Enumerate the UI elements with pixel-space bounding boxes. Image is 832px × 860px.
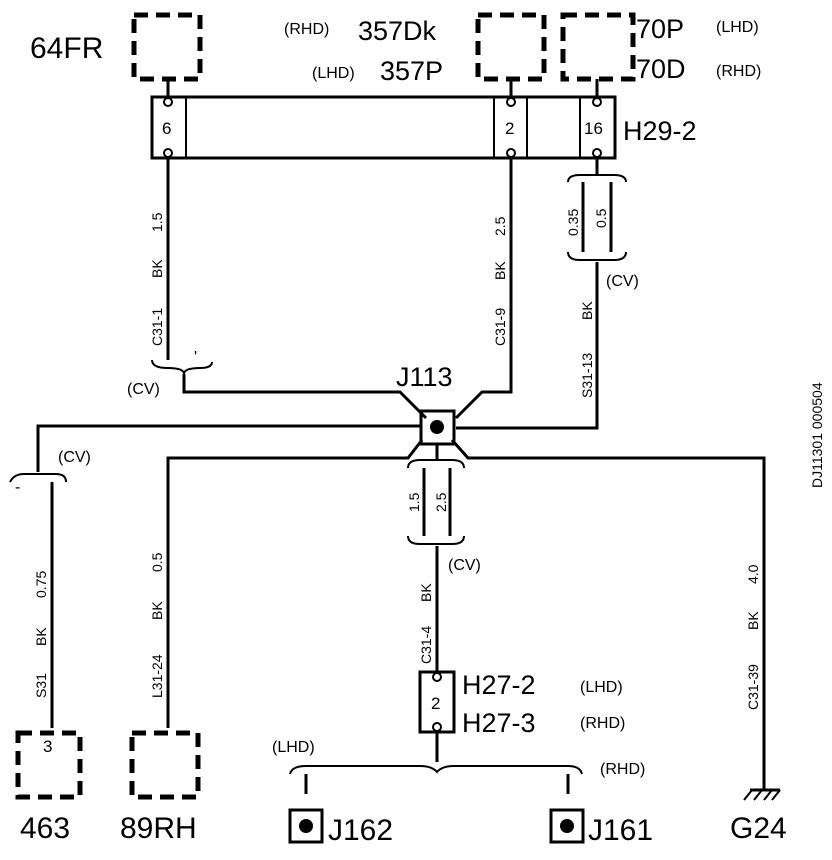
splice-j162-label: J162 <box>328 814 393 847</box>
connector-h27-3-label: H27-3 <box>462 708 536 738</box>
connector-357p-label: 357P <box>380 56 443 86</box>
connector-64fr-box <box>131 12 203 82</box>
connector-70d-variant: (RHD) <box>716 63 761 80</box>
wire-l31-24 <box>166 439 424 728</box>
wire-c31-39 <box>450 439 766 790</box>
wire-c31-9 <box>454 158 513 420</box>
splice-j161-label: J161 <box>588 814 653 847</box>
connector-h27-2-label: H27-2 <box>462 670 536 700</box>
connector-357dk-variant: (RHD) <box>284 21 329 38</box>
wire7-size-text: 4.0 <box>745 564 761 584</box>
figure-reference: DJ11301 000504 <box>809 382 825 488</box>
wire3-id-text: S31-13 <box>579 353 595 398</box>
wire2-size-text: 2.5 <box>492 216 508 236</box>
connector-357-box <box>475 12 547 82</box>
wire6-size-b: 2.5 <box>433 492 449 512</box>
wire1-size-text: 1.5 <box>149 212 165 232</box>
ground-g24-label: G24 <box>730 812 787 845</box>
connector-89rh-box <box>129 730 201 800</box>
wire5-size-text: 0.5 <box>149 552 165 572</box>
wire7-id-text: C31-39 <box>745 664 761 710</box>
wire6-size-a: 1.5 <box>406 492 422 512</box>
wire7-color-text: BK <box>745 611 761 630</box>
connector-64fr-label: 64FR <box>30 32 103 65</box>
connector-463-box <box>15 730 83 800</box>
connector-h27-2-variant: (LHD) <box>580 679 623 696</box>
connector-89rh-label: 89RH <box>120 812 197 845</box>
wire2-color-text: BK <box>492 261 508 280</box>
wire4-size-text: 0.75 <box>33 571 49 598</box>
variant-cv-w4: (CV) <box>58 449 91 466</box>
splice-j162 <box>288 808 324 844</box>
wire6-color-text: BK <box>418 583 434 602</box>
connector-357p-variant: (LHD) <box>312 65 355 82</box>
connector-463-pin: 3 <box>43 737 52 756</box>
variant-cv-w3: (CV) <box>606 273 639 290</box>
variant-cv-w6: (CV) <box>448 557 481 574</box>
connector-h27-pin: 2 <box>431 694 440 713</box>
wire4-color-text: BK <box>33 627 49 646</box>
wire5-id-text: L31-24 <box>149 654 165 698</box>
wire1-color-text: BK <box>149 259 165 278</box>
ground-symbol <box>743 788 781 801</box>
h29-pin-6: 6 <box>162 119 171 138</box>
branch-rhd-label: (RHD) <box>600 761 645 778</box>
wire3-size-a: 0.35 <box>565 209 581 236</box>
variant-mark-w4: - <box>15 479 20 496</box>
connector-70p-variant: (LHD) <box>716 19 759 36</box>
variant-mark-w1: ' <box>194 349 197 366</box>
wire2-id-text: C31-9 <box>492 308 508 346</box>
splice-j113-label: J113 <box>396 362 453 392</box>
connector-h29-label: H29-2 <box>623 116 697 146</box>
wire6-id-text: C31-4 <box>418 626 434 664</box>
variant-cv-w1: (CV) <box>127 381 160 398</box>
wire3-size-b: 0.5 <box>593 208 609 228</box>
connector-h27-3-variant: (RHD) <box>580 715 625 732</box>
wire1-id-text: C31-1 <box>149 308 165 346</box>
splice-j161 <box>549 808 585 844</box>
wire-s31-13 <box>456 262 599 430</box>
wire5-color-text: BK <box>149 601 165 620</box>
wire3-color-text: BK <box>579 301 595 320</box>
wire4-id-text: S31 <box>33 673 49 698</box>
connector-357dk-label: 357Dk <box>358 16 437 46</box>
branch-lhd-label: (LHD) <box>272 739 315 756</box>
connector-70-box <box>560 12 636 82</box>
connector-70p-label: 70P <box>636 14 684 44</box>
h29-pin-16: 16 <box>584 119 603 138</box>
connector-70d-label: 70D <box>636 54 686 84</box>
h29-pin-2: 2 <box>505 119 514 138</box>
connector-h29-2 <box>150 95 617 160</box>
connector-463-label: 463 <box>20 812 70 845</box>
